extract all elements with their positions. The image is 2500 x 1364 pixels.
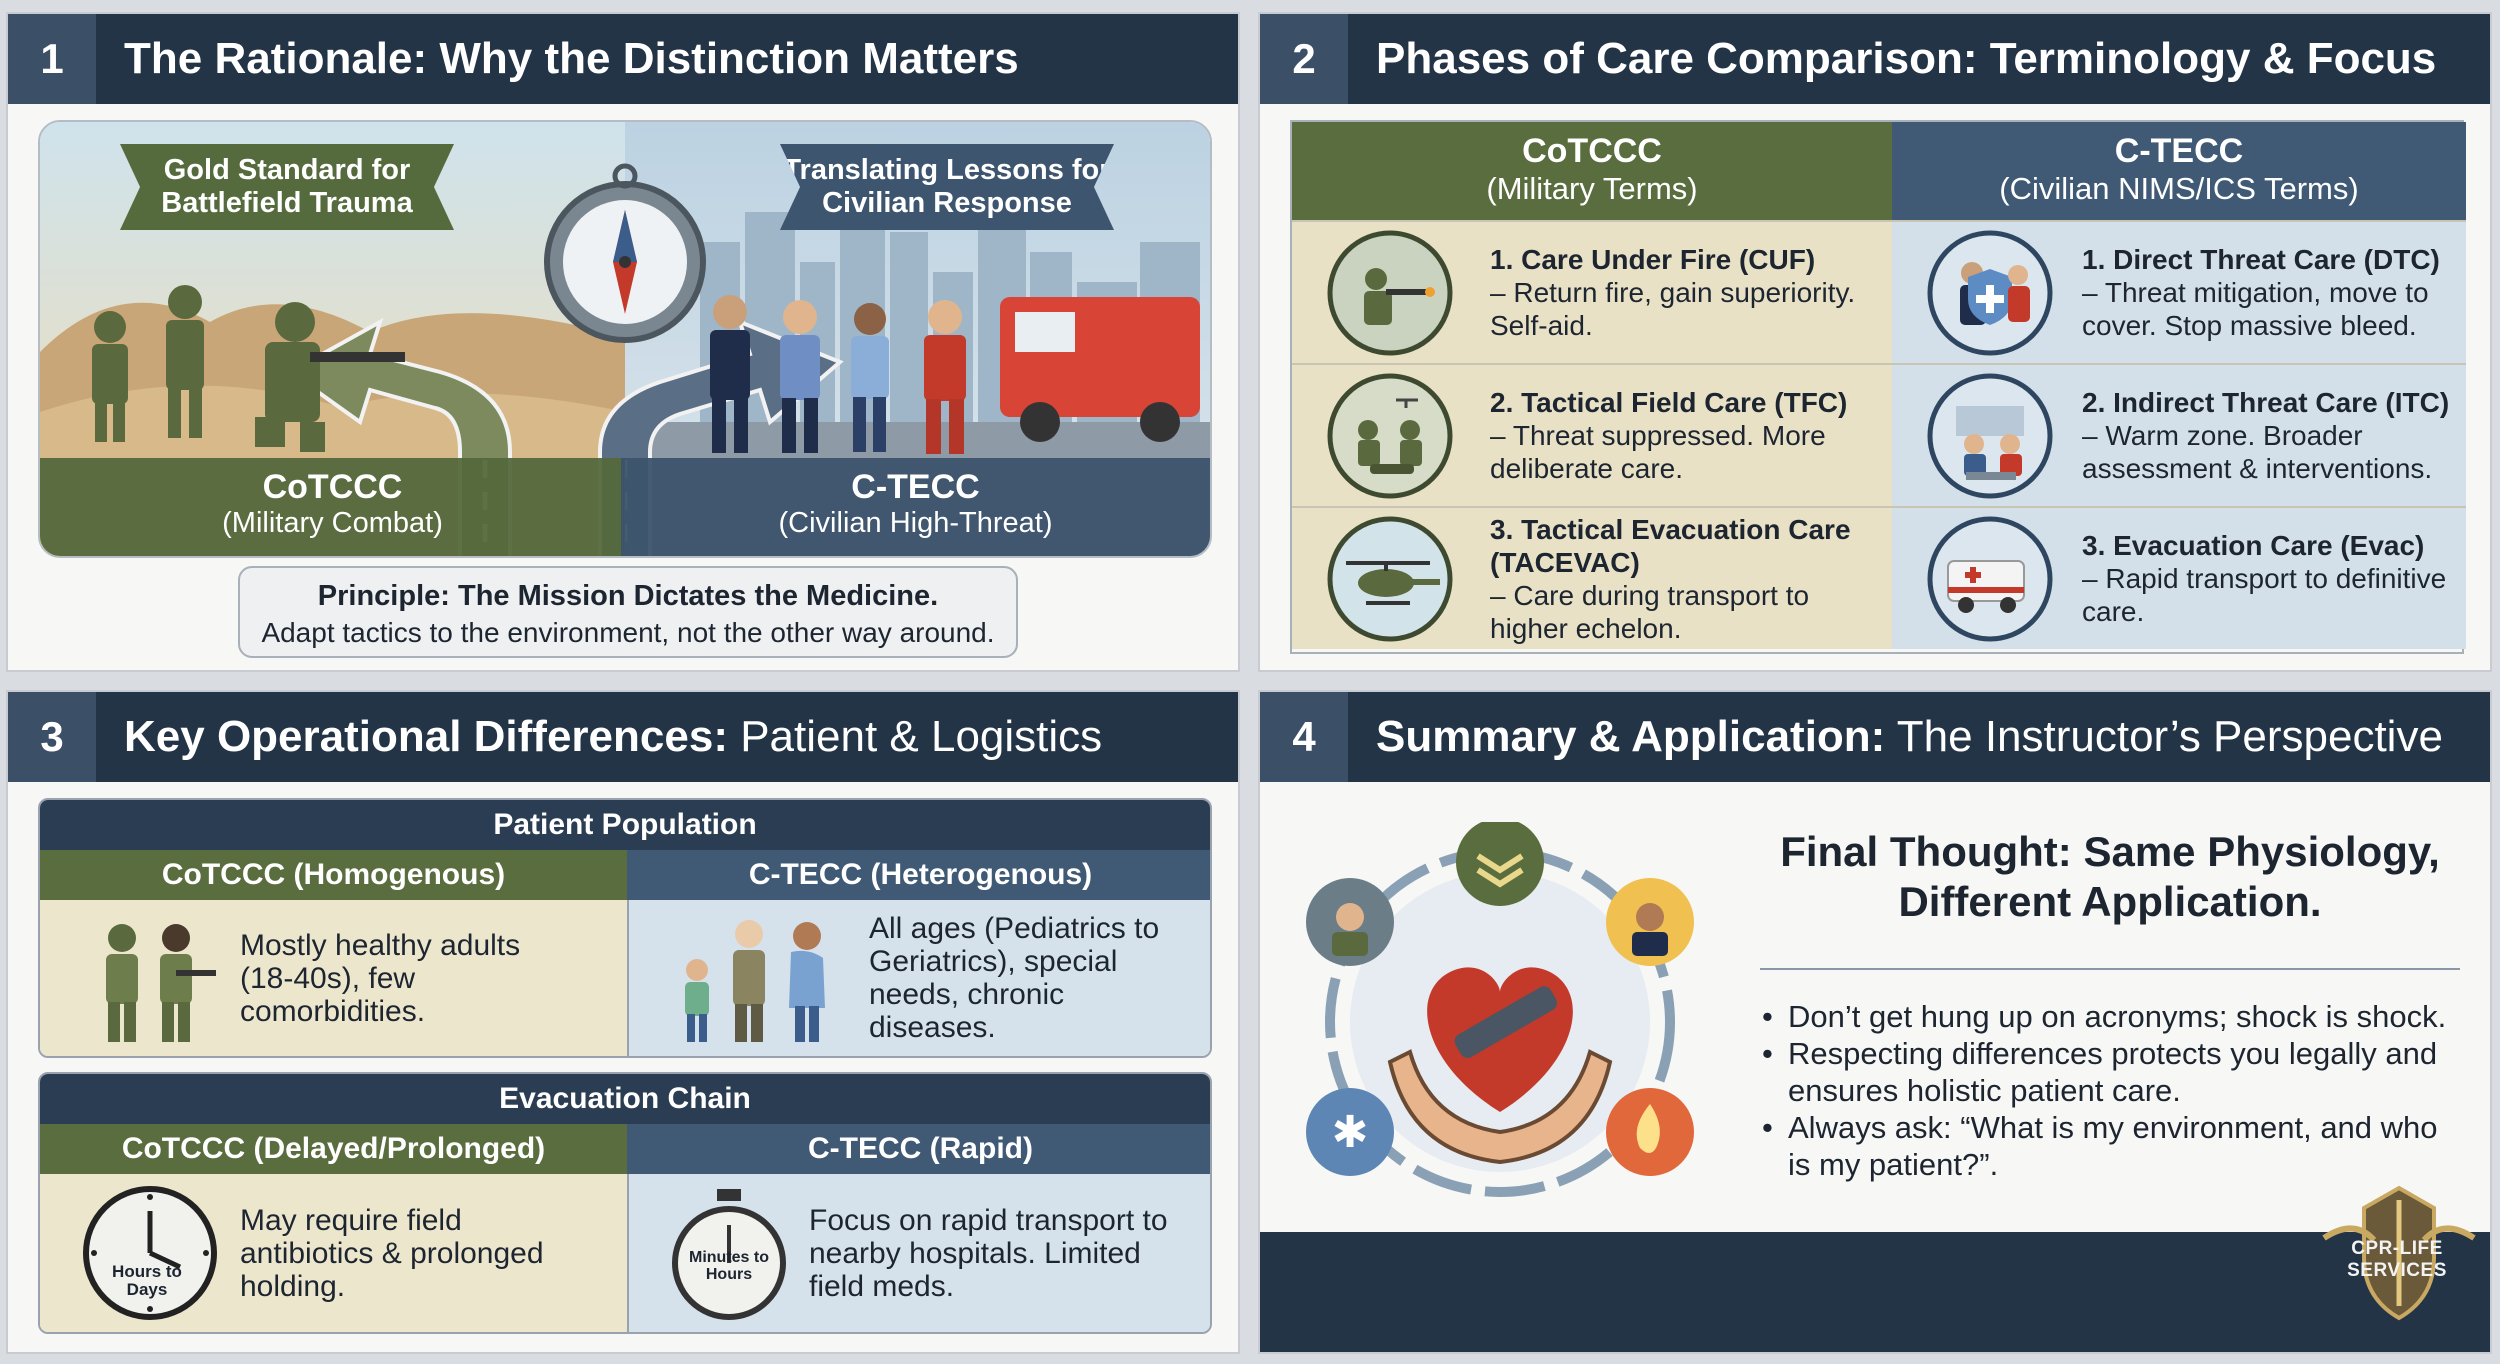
principle-title: Principle: The Mission Dictates the Medi… xyxy=(317,580,939,612)
evacuation-cotccc: Hours to Days May require field antibiot… xyxy=(40,1174,627,1332)
population-ctecc: All ages (Pediatrics to Geriatrics), spe… xyxy=(627,900,1210,1056)
ribbon-translating-lessons: Translating Lessons for Civilian Respons… xyxy=(780,144,1114,230)
panel-number: 4 xyxy=(1260,692,1348,782)
evacuation-ctecc-text: Focus on rapid transport to nearby hospi… xyxy=(809,1203,1168,1303)
svg-text:✱: ✱ xyxy=(1332,1107,1369,1158)
divider xyxy=(1760,968,2460,970)
evacuation-chain-section: Evacuation Chain CoTCCC (Delayed/Prolong… xyxy=(38,1072,1212,1334)
logo-icon xyxy=(2322,1185,2476,1321)
helicopter-icon xyxy=(1327,516,1453,641)
population-cotccc: Mostly healthy adults (18-40s), few como… xyxy=(40,900,627,1056)
subheader-ctecc-heterogenous: C-TECC (Heterogenous) xyxy=(627,850,1210,900)
panel-summary: 4 Summary & Application: The Instructor’… xyxy=(1258,690,2492,1354)
ribbon-gold-standard: Gold Standard for Battlefield Trauma xyxy=(120,144,454,230)
heart-hands-icon: ✱ xyxy=(1306,822,1694,1197)
final-thought: Final Thought: Same Physiology, Differen… xyxy=(1780,828,2440,925)
panel-header: 4 Summary & Application: The Instructor’… xyxy=(1260,692,2490,782)
panel-operational-differences: 3 Key Operational Differences: Patient &… xyxy=(6,690,1240,1354)
soldiers-icon xyxy=(106,924,216,1042)
ambulance-icon xyxy=(1927,516,2053,641)
panel-title: Summary & Application: The Instructor’s … xyxy=(1376,712,2443,761)
subheader-cotccc-homogenous: CoTCCC (Homogenous) xyxy=(40,850,627,900)
bullet-item: Respecting differences protects you lega… xyxy=(1760,1035,2460,1109)
phases-table: CoTCCC (Military Terms) C-TECC (Civilian… xyxy=(1290,120,2466,654)
panel-title: The Rationale: Why the Distinction Matte… xyxy=(124,34,1019,83)
phase-row-cuf: 1. Care Under Fire (CUF)– Return fire, g… xyxy=(1292,220,1892,363)
responder-icon xyxy=(710,295,966,454)
compass-icon xyxy=(544,163,706,343)
panel-number: 2 xyxy=(1260,14,1348,104)
panel-header: 2 Phases of Care Comparison: Terminology… xyxy=(1260,14,2490,104)
phase-row-tacevac: 3. Tactical Evacuation Care (TACEVAC)– C… xyxy=(1292,506,1892,649)
ctecc-label: C-TECC (Civilian High-Threat) xyxy=(621,458,1210,556)
cotccc-label: CoTCCC (Military Combat) xyxy=(40,458,625,556)
field-care-icon xyxy=(1327,373,1453,498)
bullet-item: Don’t get hung up on acronyms; shock is … xyxy=(1760,998,2460,1035)
column-header-cotccc: CoTCCC (Military Terms) xyxy=(1292,122,1892,220)
evacuation-cotccc-text: May require field antibiotics & prolonge… xyxy=(240,1203,544,1303)
phase-row-dtc: 1. Direct Threat Care (DTC)– Threat miti… xyxy=(1892,220,2466,363)
logo-text: CPR-LIFE SERVICES xyxy=(2347,1238,2447,1281)
summary-footer xyxy=(1260,1232,2490,1352)
panel-number: 3 xyxy=(8,692,96,782)
indirect-care-icon xyxy=(1927,373,2053,498)
panel-header: 3 Key Operational Differences: Patient &… xyxy=(8,692,1238,782)
phase-row-tfc: 2. Tactical Field Care (TFC)– Threat sup… xyxy=(1292,363,1892,506)
column-header-ctecc: C-TECC (Civilian NIMS/ICS Terms) xyxy=(1892,122,2466,220)
police-shield-icon xyxy=(1927,230,2053,355)
clock-label: Hours to Days xyxy=(112,1262,182,1299)
subheader-cotccc-delayed: CoTCCC (Delayed/Prolonged) xyxy=(40,1124,627,1174)
population-ctecc-text: All ages (Pediatrics to Geriatrics), spe… xyxy=(869,912,1160,1044)
panel-rationale: 1 The Rationale: Why the Distinction Mat… xyxy=(6,12,1240,672)
principle-box: Principle: The Mission Dictates the Medi… xyxy=(238,566,1018,658)
evacuation-ctecc: Minutes to Hours Focus on rapid transpor… xyxy=(627,1174,1210,1332)
stopwatch-label: Minutes to Hours xyxy=(689,1249,769,1283)
summary-bullets: Don’t get hung up on acronyms; shock is … xyxy=(1760,998,2460,1183)
subheader-ctecc-rapid: C-TECC (Rapid) xyxy=(627,1124,1210,1174)
stopwatch-icon: Minutes to Hours xyxy=(669,1183,789,1323)
panel-title: Phases of Care Comparison: Terminology &… xyxy=(1376,34,2437,83)
panel-number: 1 xyxy=(8,14,96,104)
panel-title: Key Operational Differences: Patient & L… xyxy=(124,712,1103,761)
clock-icon: Hours to Days xyxy=(80,1183,220,1323)
panel-phases-of-care: 2 Phases of Care Comparison: Terminology… xyxy=(1258,12,2492,672)
section-header: Evacuation Chain xyxy=(40,1074,1210,1124)
soldier-firing-icon xyxy=(1327,230,1453,355)
population-cotccc-text: Mostly healthy adults (18-40s), few como… xyxy=(240,928,521,1028)
bullet-item: Always ask: “What is my environment, and… xyxy=(1760,1109,2460,1183)
ambulance-icon xyxy=(1000,297,1200,442)
section-header: Patient Population xyxy=(40,800,1210,850)
military-civilian-scene: Gold Standard for Battlefield Trauma Tra… xyxy=(38,120,1212,558)
patient-population-section: Patient Population CoTCCC (Homogenous) C… xyxy=(38,798,1212,1058)
phase-row-itc: 2. Indirect Threat Care (ITC)– Warm zone… xyxy=(1892,363,2466,506)
panel-header: 1 The Rationale: Why the Distinction Mat… xyxy=(8,14,1238,104)
family-icon xyxy=(685,920,825,1042)
soldier-icon xyxy=(92,285,405,452)
principle-text: Adapt tactics to the environment, not th… xyxy=(261,617,995,648)
phase-row-evac: 3. Evacuation Care (Evac)– Rapid transpo… xyxy=(1892,506,2466,649)
